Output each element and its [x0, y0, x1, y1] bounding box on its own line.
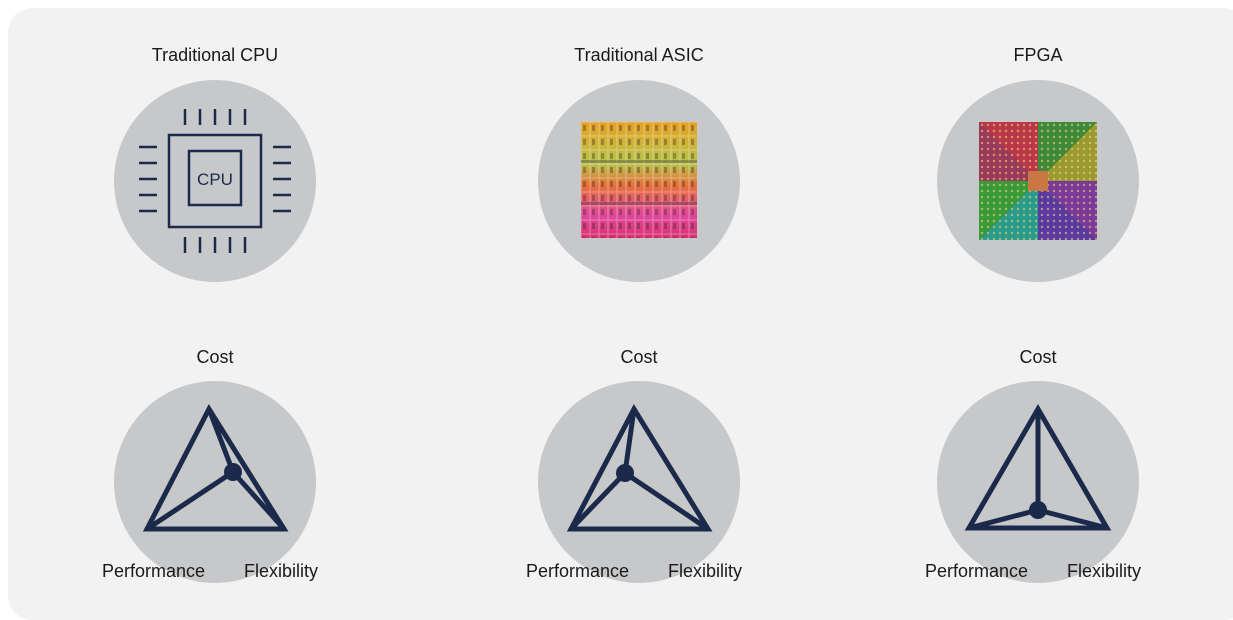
performance-label-cpu: Performance: [102, 561, 206, 581]
cost-label-asic: Cost: [620, 347, 658, 367]
tradeoff-point-asic: [616, 464, 634, 482]
flexibility-label-fpga: Flexibility: [1067, 561, 1142, 581]
tradeoff-triangle-asic: [566, 403, 713, 532]
cpu-chip-icon: CPU: [139, 109, 291, 253]
title-traditional-cpu: Traditional CPU: [151, 45, 279, 65]
title-traditional-asic: Traditional ASIC: [574, 45, 704, 65]
flexibility-label-asic: Flexibility: [668, 561, 743, 581]
performance-label-fpga: Performance: [925, 561, 1029, 581]
tradeoff-point-cpu: [224, 463, 242, 481]
cost-label-fpga: Cost: [1019, 347, 1057, 367]
flexibility-label-cpu: Flexibility: [244, 561, 319, 581]
performance-label-asic: Performance: [526, 561, 630, 581]
title-fpga: FPGA: [1013, 45, 1063, 65]
fpga-die-icon: [979, 122, 1097, 240]
tradeoff-triangle-fpga: [964, 404, 1112, 531]
tradeoff-triangle-cpu: [142, 403, 289, 532]
cost-label-cpu: Cost: [196, 347, 234, 367]
asic-die-icon: [581, 122, 697, 238]
tradeoff-point-fpga: [1029, 501, 1047, 519]
cpu-chip-label: CPU: [197, 170, 233, 189]
